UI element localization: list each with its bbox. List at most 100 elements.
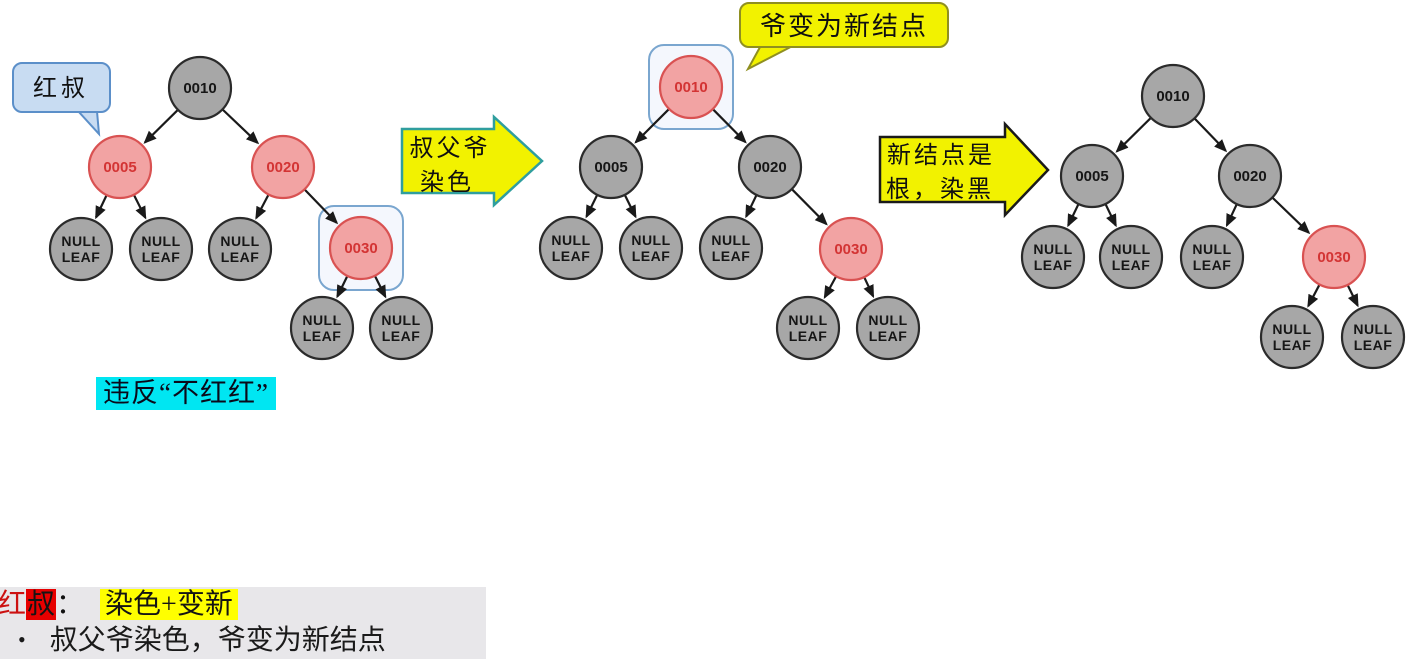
callout-bubble — [12, 62, 111, 113]
node-label: 0020 — [753, 159, 786, 176]
null-leaf-node — [698, 215, 764, 281]
tree-edge — [1271, 196, 1311, 235]
bullet-icon: • — [18, 627, 26, 652]
recolor-arrow-line2: 染色 — [420, 169, 474, 196]
node-label: 0010 — [1156, 88, 1189, 105]
tree-edge — [1067, 203, 1080, 228]
tree-edge — [132, 194, 147, 220]
null-leaf-node — [128, 216, 194, 282]
grandparent-becomes-new-node-callout: 爷变为新结点 — [739, 2, 949, 72]
tree-node-0030 — [818, 216, 884, 282]
tree-edge — [1115, 117, 1152, 153]
violation-label: 违反“不红红” — [96, 377, 276, 410]
tree-edge — [1346, 284, 1359, 308]
null-leaf-node — [538, 215, 604, 281]
null-leaf-node — [1340, 304, 1406, 370]
footer-title-line: 红叔：染色+变新 — [0, 588, 238, 622]
node-label: 0010 — [674, 79, 707, 96]
blacken-root-step-arrow: 新结点是 根，染黑 — [878, 120, 1050, 219]
tree-node-0020 — [250, 134, 316, 200]
node-label: 0020 — [1233, 168, 1266, 185]
footer-detail-line: • 叔父爷染色，爷变为新结点 — [0, 623, 386, 657]
tree-node-0005 — [578, 134, 644, 200]
tree-edge — [1307, 283, 1321, 308]
null-leaf-node — [1020, 224, 1086, 290]
tree-edge — [623, 194, 637, 219]
tree-edge — [823, 275, 838, 300]
node-label: 0030 — [834, 241, 867, 258]
null-leaf-node — [775, 295, 841, 361]
tree-edge — [303, 188, 339, 225]
right-arrow-shape — [878, 120, 1050, 219]
tree-node-0010 — [658, 54, 724, 120]
tree-node-0020 — [1217, 143, 1283, 209]
null-leaf-node — [1259, 304, 1325, 370]
tree-edge — [1225, 203, 1238, 228]
null-leaf-node — [368, 295, 434, 361]
blacken-arrow-line1: 新结点是 — [887, 142, 995, 169]
node-label: 0005 — [594, 159, 627, 176]
null-leaf-node — [1179, 224, 1245, 290]
node-label: 0005 — [1075, 168, 1108, 185]
tree-edge — [863, 276, 875, 299]
tree-edge — [255, 193, 270, 220]
null-leaf-node — [207, 216, 273, 282]
blacken-arrow-line2: 根，染黑 — [886, 176, 994, 203]
null-leaf-node — [48, 216, 114, 282]
tree-node-0005 — [1059, 143, 1125, 209]
tree-edge — [373, 275, 387, 299]
tree-edge — [711, 108, 747, 144]
node-label: 0010 — [183, 80, 216, 97]
red-uncle-callout: 红叔 — [12, 62, 111, 137]
right-arrow-shape — [400, 114, 544, 208]
tree-node-0020 — [737, 134, 803, 200]
tree-edge — [745, 194, 758, 219]
tree-node-0030 — [328, 215, 394, 281]
tree-edge — [221, 108, 260, 145]
tree-edge — [585, 194, 599, 219]
tree-node-0010 — [1140, 63, 1206, 129]
tree-node-0030 — [1301, 224, 1367, 290]
node-label: 0020 — [266, 159, 299, 176]
tree-edge — [143, 108, 179, 144]
footer-detail-text: 叔父爷染色，爷变为新结点 — [49, 625, 386, 656]
tree-edge — [1193, 117, 1228, 153]
grandparent-callout-text: 爷变为新结点 — [760, 12, 928, 41]
tree-edge — [791, 188, 828, 226]
null-leaf-node — [618, 215, 684, 281]
null-leaf-node — [855, 295, 921, 361]
tree-edge — [336, 275, 349, 299]
null-leaf-node — [289, 295, 355, 361]
footer-panel: 红叔：染色+变新 • 叔父爷染色，爷变为新结点 — [0, 587, 486, 659]
recolor-step-arrow: 叔父爷 染色 — [400, 114, 544, 208]
tree-edge — [1104, 203, 1117, 228]
tree-edge — [95, 194, 108, 220]
footer-summary-yellow-highlight: 染色+变新 — [100, 589, 238, 620]
red-uncle-callout-text: 红叔 — [33, 75, 89, 102]
node-label: 0005 — [103, 159, 136, 176]
recolor-arrow-line1: 叔父爷 — [410, 135, 491, 162]
node-label: 0030 — [344, 240, 377, 257]
footer-term-red-highlight: 叔 — [26, 589, 57, 620]
tree-node-0010 — [167, 55, 233, 121]
node-label: 0030 — [1317, 249, 1350, 266]
